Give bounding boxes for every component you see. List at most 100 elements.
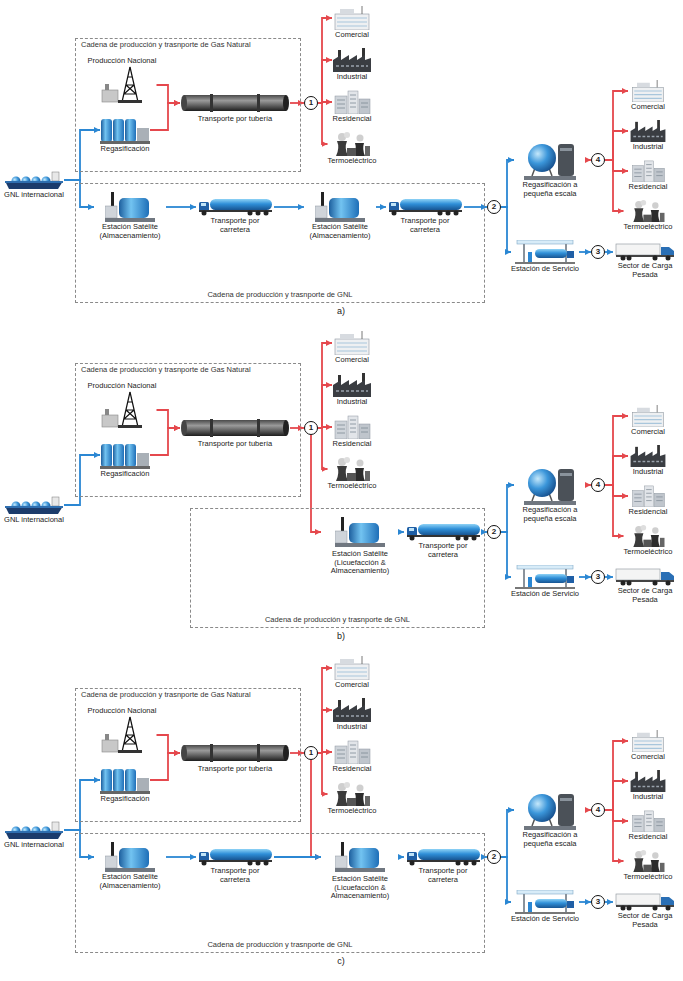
service-icon xyxy=(515,240,575,264)
icon-node: Termoeléctrico xyxy=(328,132,377,166)
res-icon xyxy=(332,740,372,764)
service-icon xyxy=(515,890,575,914)
icon-node: Comercial xyxy=(628,80,668,112)
icon-node: Estación de Servicio xyxy=(511,565,579,599)
callout-number-text: 4 xyxy=(592,479,604,491)
node-label: Estación de Servicio xyxy=(511,590,579,599)
callout-number: 4 xyxy=(591,478,605,492)
service-symbol xyxy=(515,240,575,264)
tanker-symbol xyxy=(199,849,272,866)
ind-symbol xyxy=(333,698,371,722)
ship-symbol xyxy=(5,172,63,189)
res-symbol xyxy=(335,416,370,439)
icon-node: Regasificación a pequeña escala xyxy=(514,140,586,198)
regsmall-icon xyxy=(524,465,576,505)
lng-flow-connector xyxy=(501,160,514,207)
gas-flow-connector xyxy=(318,668,332,753)
icon-node: Industrial xyxy=(332,698,372,732)
lng-flow-connector xyxy=(274,856,321,858)
node-label: Estación Satélite (Almacenamiento) xyxy=(94,223,166,240)
node-label: Termoeléctrico xyxy=(624,873,673,882)
heavy-symbol xyxy=(616,244,674,261)
gas-flow-connector xyxy=(290,752,304,754)
node-label: Termoeléctrico xyxy=(624,548,673,557)
node-label: Estación Satélite (Licuefacción & Almace… xyxy=(321,550,399,576)
gas-flow-connector xyxy=(605,160,628,171)
station-symbol xyxy=(315,192,365,222)
callout-number-text: 1 xyxy=(305,97,317,109)
gas-flow-connector xyxy=(311,435,321,532)
regas-symbol xyxy=(100,769,150,794)
node-label: Termoeléctrico xyxy=(328,482,377,491)
icon-node: Regasificación a pequeña escala xyxy=(514,790,586,848)
tanker-symbol xyxy=(199,199,272,216)
region-heading: Cadena de producción y trasnporte de GNL xyxy=(76,941,484,952)
node-label: Estación Satélite (Almacenamiento) xyxy=(94,873,166,890)
tanker-icon xyxy=(198,198,273,216)
panel-label: c) xyxy=(321,956,361,966)
gas-flow-connector xyxy=(318,753,328,794)
regas-symbol xyxy=(100,444,150,469)
callout-number: 1 xyxy=(304,421,318,435)
res-symbol xyxy=(632,161,664,182)
gas-flow-connector xyxy=(605,456,628,485)
derrick-icon xyxy=(100,66,144,104)
term-symbol xyxy=(633,200,664,222)
icon-node: Residencial xyxy=(332,90,372,124)
lng-flow-connector xyxy=(166,206,196,208)
pipe-icon xyxy=(180,417,290,439)
node-label: Transporte por carretera xyxy=(404,867,482,884)
ship-icon xyxy=(5,495,63,515)
gas-flow-connector xyxy=(605,131,628,160)
lng-flow-connector xyxy=(64,830,94,857)
node-label: Comercial xyxy=(332,31,372,40)
lng-flow-connector xyxy=(501,207,511,252)
node-label: Transporte por carretera xyxy=(386,217,464,234)
region-heading: Cadena de producción y trasnporte de GNL xyxy=(76,291,484,302)
callout-number: 1 xyxy=(304,96,318,110)
station-icon xyxy=(315,192,365,222)
region-heading: Cadena de producción y trasnporte de GNL xyxy=(191,616,484,627)
node-label: GNL internacional xyxy=(4,516,64,525)
gas-flow-connector xyxy=(605,485,628,496)
icon-node: Producción Nacional xyxy=(88,706,157,754)
pipe-symbol xyxy=(181,419,289,437)
node-label: Industrial xyxy=(628,143,668,152)
res-symbol xyxy=(632,486,664,507)
com-symbol xyxy=(335,6,369,30)
regas-icon xyxy=(100,766,150,794)
res-icon xyxy=(628,160,668,182)
icon-node: GNL internacional xyxy=(4,495,64,525)
regsmall-symbol xyxy=(524,469,576,505)
res-symbol xyxy=(632,811,664,832)
gas-flow-connector xyxy=(318,343,332,428)
station-symbol xyxy=(335,842,385,872)
node-label: Transporte por tubería xyxy=(180,440,290,449)
node-label: Estación Satélite (Almacenamiento) xyxy=(304,223,376,240)
node-label: Residencial xyxy=(332,115,372,124)
ind-icon xyxy=(332,48,372,72)
lng-flow-connector xyxy=(376,206,386,208)
gas-flow-connector xyxy=(157,735,181,753)
node-label: Comercial xyxy=(628,428,668,437)
derrick-symbol xyxy=(102,392,142,428)
icon-node: Comercial xyxy=(628,405,668,437)
heavy-symbol xyxy=(616,894,674,911)
gas-flow-connector xyxy=(311,760,321,857)
com-symbol xyxy=(335,331,369,355)
node-label: Termoeléctrico xyxy=(624,223,673,232)
lng-flow-connector xyxy=(501,810,514,857)
icon-node: Termoeléctrico xyxy=(328,457,377,491)
tanker-symbol xyxy=(389,199,462,216)
node-label: Regasificación xyxy=(100,145,150,154)
node-label: Industrial xyxy=(332,398,372,407)
gas-flow-connector xyxy=(150,103,180,130)
node-label: Industrial xyxy=(332,73,372,82)
regsmall-icon xyxy=(524,790,576,830)
node-label: Regasificación a pequeña escala xyxy=(514,506,586,523)
lng-flow-connector xyxy=(579,901,591,903)
node-label: Transporte por tubería xyxy=(180,765,290,774)
icon-node: Transporte por carretera xyxy=(404,848,482,884)
icon-node: Estación de Servicio xyxy=(511,890,579,924)
icon-node: Transporte por carretera xyxy=(404,523,482,559)
